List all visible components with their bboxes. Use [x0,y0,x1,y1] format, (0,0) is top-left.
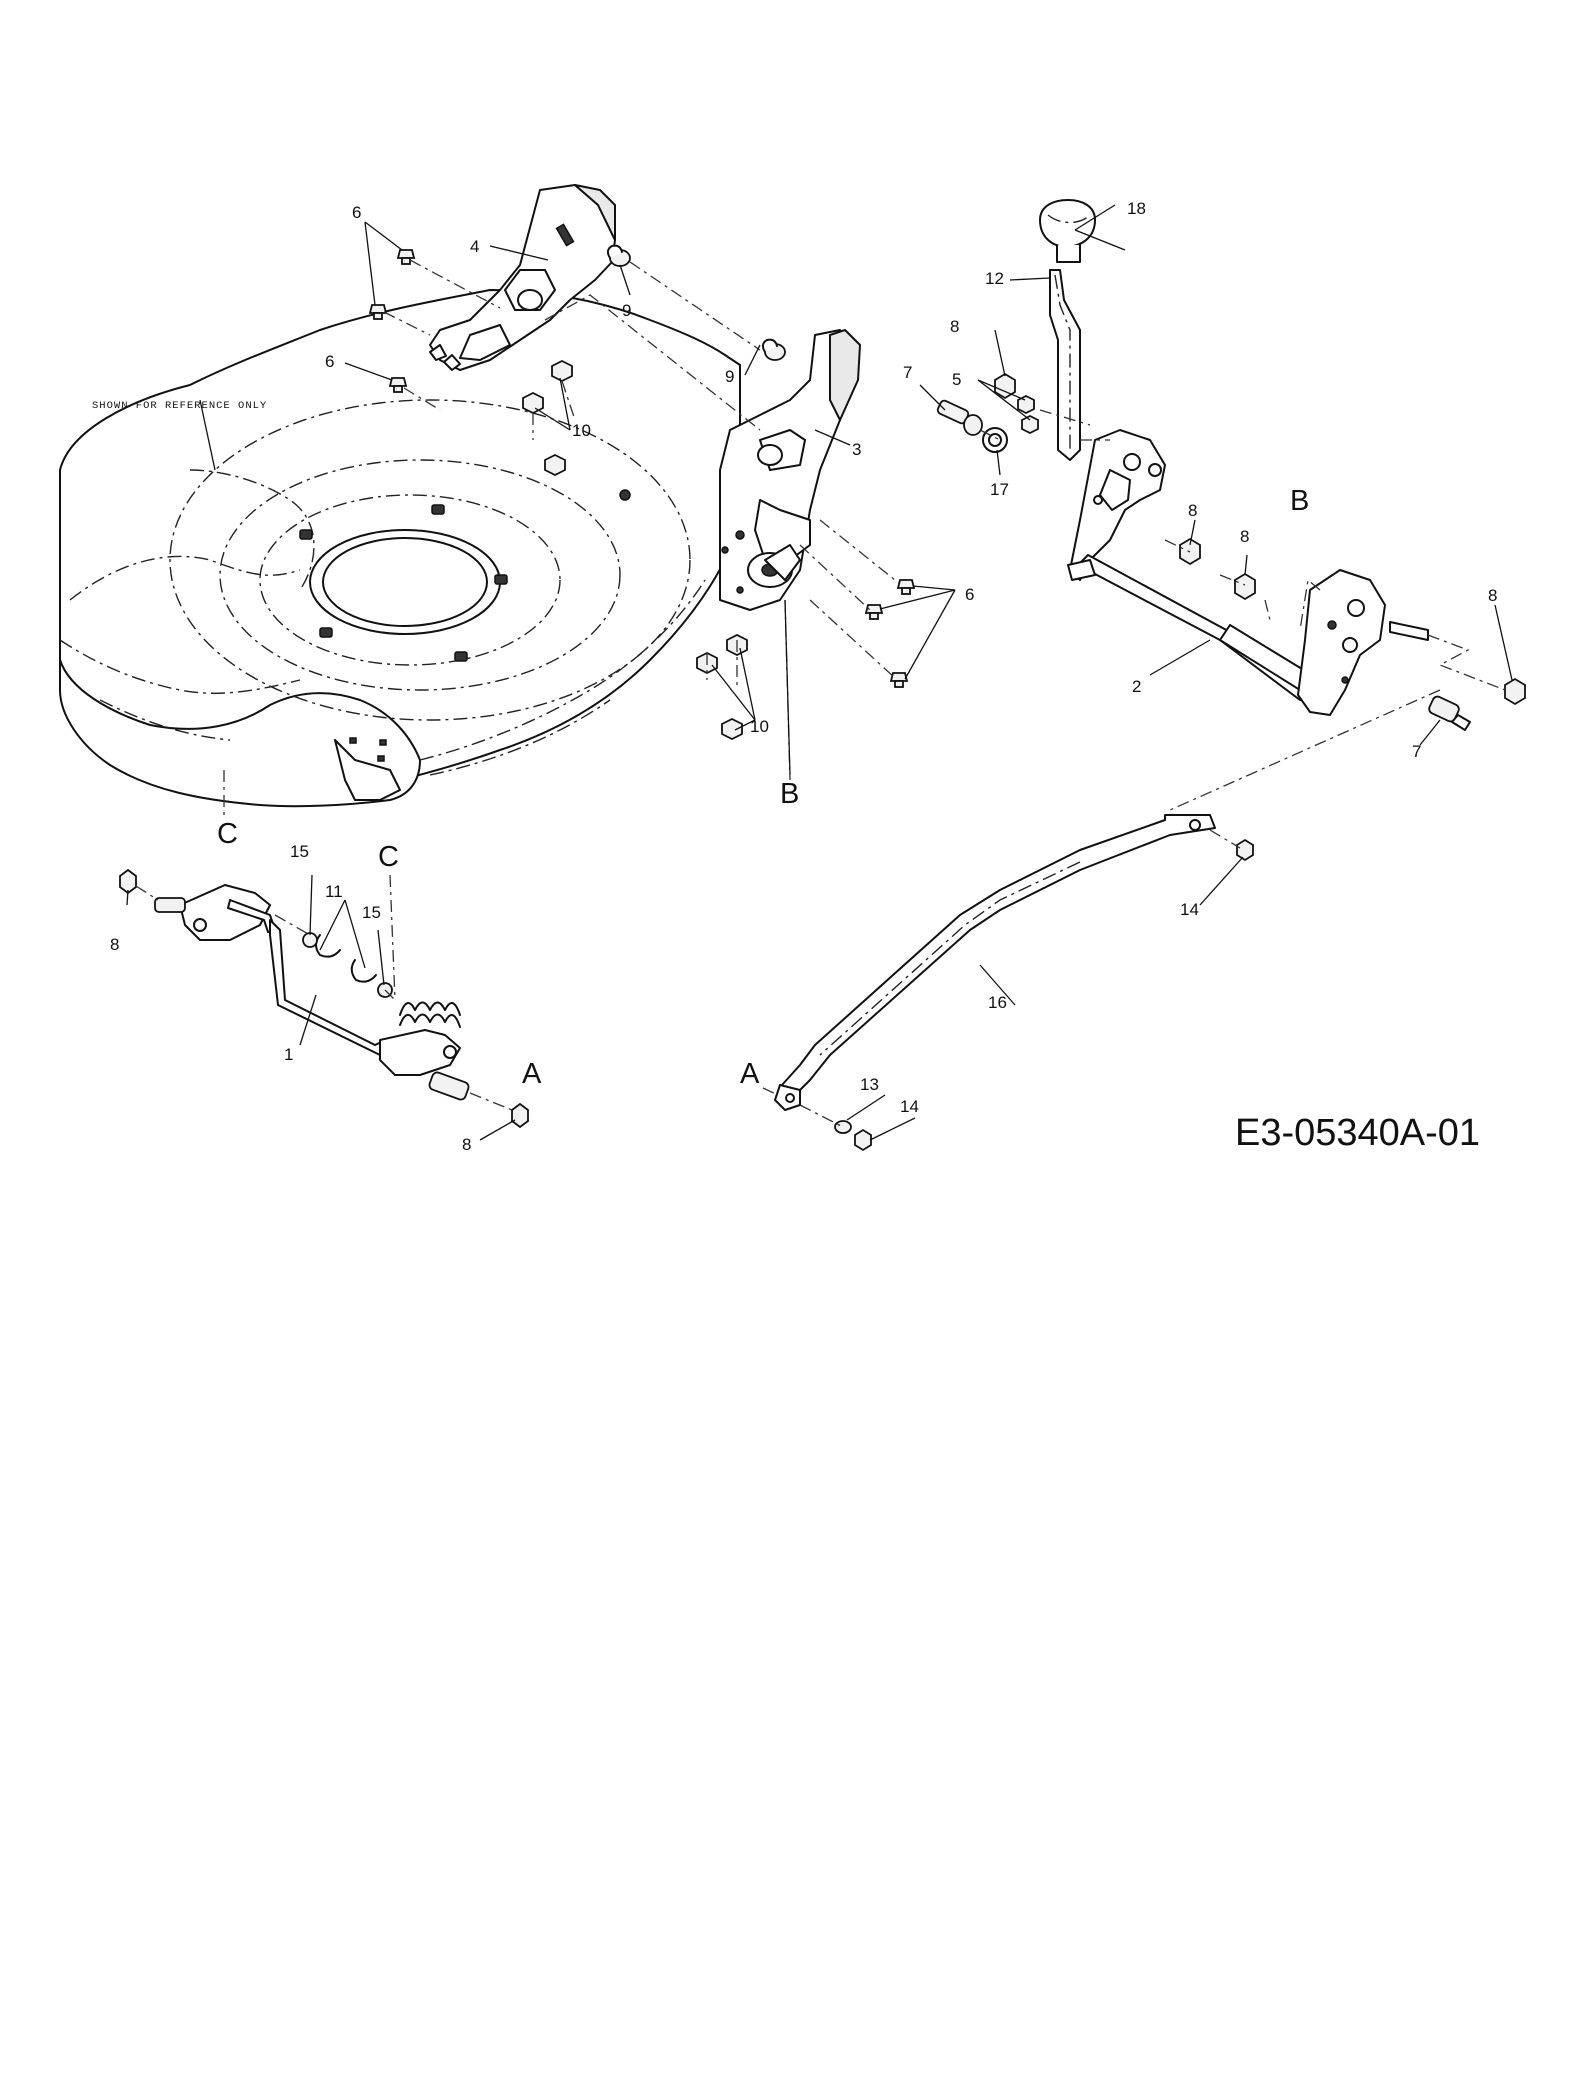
lever-hardware [936,372,1039,453]
callout-11: 11 [325,882,343,901]
drawing-id: E3-05340A-01 [1235,1112,1480,1154]
callout-9: 9 [622,301,631,320]
letter-a-axle: A [522,1058,542,1090]
height-adjust-plate-right [719,329,861,611]
leader-lines [126,204,1513,1141]
callout-12: 12 [985,269,1004,288]
callout-8: 8 [462,1135,471,1154]
callout-9: 9 [725,367,734,386]
shoulder-bolt-7 [1428,695,1471,731]
callout-14: 14 [900,1097,919,1116]
callout-17: 17 [990,480,1009,499]
assembly-lines-rod [762,829,1241,1128]
callout-7: 7 [1412,742,1421,761]
letter-c-link: C [378,841,399,873]
callout-10: 10 [750,717,769,736]
callout-14: 14 [1180,900,1199,919]
callout-8: 8 [1188,501,1197,520]
reference-letters: B B C C A A [217,485,1309,1090]
assembly-lines-right [979,409,1506,811]
callout-10: 10 [572,421,591,440]
callout-13: 13 [860,1075,879,1094]
rear-axle-2 [1067,554,1321,701]
assembly-lines-front [135,874,513,1111]
front-axle-1 [119,868,529,1129]
link-rod-16 [774,814,1254,1152]
callout-15: 15 [290,842,309,861]
callout-8: 8 [950,317,959,336]
letter-a-rod: A [740,1058,760,1090]
callout-1: 1 [284,1045,293,1064]
letter-c-deck: C [217,818,238,850]
height-adjust-plate-left [429,184,616,371]
callout-3: 3 [852,440,861,459]
adjust-lever [1049,269,1081,461]
callout-7: 7 [903,363,912,382]
callout-8: 8 [1488,586,1497,605]
assembly-lines-deck [223,259,901,815]
letter-b-right: B [1290,485,1309,517]
mower-deck [59,289,741,808]
callout-6: 6 [352,203,361,222]
wing-knob-right [761,338,786,361]
letter-b-deck: B [780,778,799,810]
callout-8: 8 [1240,527,1249,546]
callout-2: 2 [1132,677,1141,696]
callout-labels: 6 4 9 6 9 10 3 6 10 18 12 8 7 5 17 8 8 8… [110,199,1497,1154]
callout-4: 4 [470,237,479,256]
handle-knob [1039,199,1096,263]
callout-16: 16 [988,993,1007,1012]
callout-6: 6 [325,352,334,371]
callout-15: 15 [362,903,381,922]
wing-knob-left [606,244,631,267]
callout-5: 5 [952,370,961,389]
bolt-group-6 [368,249,916,688]
axle-bracket-lower [1297,569,1429,716]
callout-8: 8 [110,935,119,954]
callout-18: 18 [1127,199,1146,218]
reference-note: SHOWN FOR REFERENCE ONLY [92,400,267,412]
callout-6: 6 [965,585,974,604]
